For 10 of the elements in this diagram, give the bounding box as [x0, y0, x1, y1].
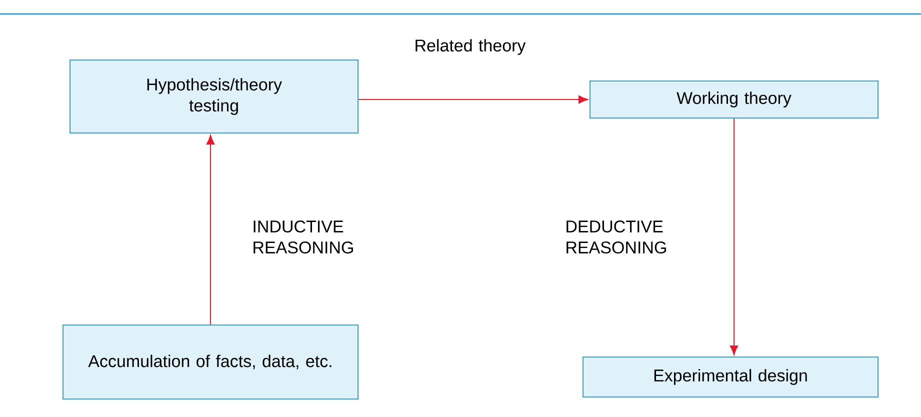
arrow — [206, 134, 215, 325]
process-box: Working theory — [590, 80, 878, 118]
process-box: Experimental design — [582, 356, 878, 398]
process-box: Accumulation of facts, data, etc. — [62, 324, 358, 400]
annotation-text: Related theory — [416, 39, 526, 55]
process-box: Hypothesis/theory testing — [70, 60, 358, 134]
annotation-text: INDUCTIVE REASONING — [254, 220, 353, 254]
arrow — [730, 118, 738, 356]
arrow — [358, 95, 588, 104]
annotation-text: DEDUCTIVE REASONING — [566, 220, 666, 254]
